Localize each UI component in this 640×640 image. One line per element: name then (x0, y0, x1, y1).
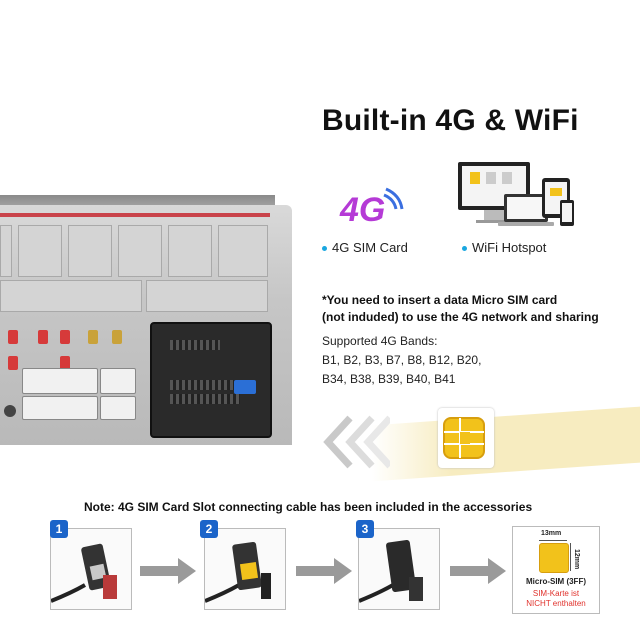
chassis-rib (218, 225, 268, 277)
white-connector (100, 368, 136, 394)
cable-slot-icon (204, 541, 271, 603)
feature-wifi-label: WiFi Hotspot (472, 240, 547, 255)
sim-width-label: 13mm (541, 530, 562, 537)
white-connector (22, 368, 98, 394)
sim-notice-line2: (not induded) to use the 4G network and … (322, 310, 599, 324)
feature-4g-sim: 4G SIM Card (322, 240, 408, 255)
chassis-rib (146, 280, 268, 312)
bands-line2: B34, B38, B39, B40, B41 (322, 372, 456, 386)
antenna-socket (88, 330, 98, 344)
antenna-socket (38, 330, 48, 344)
devices-illustration (456, 160, 576, 235)
antenna-socket (8, 356, 18, 370)
chevron-left-icon (323, 415, 393, 469)
head-unit-red-stripe (0, 213, 270, 217)
insert-chevrons (320, 412, 393, 472)
page-title: Built-in 4G & WiFi (322, 104, 579, 137)
4g-logo: 4G (340, 185, 410, 235)
antenna-socket (60, 356, 70, 370)
step-1-image (50, 528, 132, 610)
step-arrow (296, 558, 352, 584)
antenna-socket (8, 330, 18, 344)
bands-heading: Supported 4G Bands: (322, 334, 438, 348)
sim-warning-line1: SIM-Karte ist (532, 589, 580, 598)
connector-pins (170, 380, 240, 390)
chassis-rib (0, 280, 142, 312)
antenna-socket (60, 330, 70, 344)
chassis-rib (168, 225, 212, 277)
arrow-right-icon (296, 558, 352, 584)
chassis-rib (18, 225, 62, 277)
white-connector (100, 396, 136, 420)
screw-hole (4, 405, 16, 417)
4g-logo-text: 4G (340, 191, 386, 229)
feature-4g-label: 4G SIM Card (332, 240, 408, 255)
step-3-image (358, 528, 440, 610)
cable-slot-icon (358, 539, 423, 603)
step-arrow (450, 558, 506, 584)
bands-line1: B1, B2, B3, B7, B8, B12, B20, (322, 353, 482, 367)
bullet-dot-icon (322, 246, 327, 252)
step-2-image (204, 528, 286, 610)
sim-type-label: Micro-SIM (3FF) (526, 577, 586, 586)
step-2-badge: 2 (200, 520, 218, 538)
bullet-dot-icon (462, 246, 467, 252)
sim-slot-band (372, 406, 640, 482)
dimension-line (570, 543, 571, 571)
blue-port (234, 380, 256, 394)
sim-height-label: 12mm (573, 549, 580, 570)
cable-slot-icon (50, 543, 117, 603)
arrow-right-icon (450, 558, 506, 584)
devices-icon (458, 162, 574, 226)
feature-wifi-hotspot: WiFi Hotspot (462, 240, 546, 255)
arrow-right-icon (140, 558, 196, 584)
dimension-line (539, 540, 567, 541)
chassis-rib (118, 225, 162, 277)
step-1-badge: 1 (50, 520, 68, 538)
micro-sim-spec: 13mm 12mm Micro-SIM (3FF) SIM-Karte ist … (512, 526, 600, 614)
micro-sim-chip-icon (539, 543, 569, 573)
connector-pins (170, 394, 240, 404)
4g-signal-icon (383, 187, 404, 210)
sim-chip-icon (443, 417, 485, 459)
chassis-rib (68, 225, 112, 277)
sim-warning-line2: NICHT enthalten (526, 599, 586, 608)
accessory-note: Note: 4G SIM Card Slot connecting cable … (84, 500, 533, 514)
antenna-socket (112, 330, 122, 344)
step-arrow (140, 558, 196, 584)
connector-pins (170, 340, 220, 350)
white-connector (22, 396, 98, 420)
step-3-badge: 3 (356, 520, 374, 538)
chassis-rib (0, 225, 12, 277)
sim-card-large (438, 408, 494, 468)
sim-notice-line1: *You need to insert a data Micro SIM car… (322, 293, 558, 307)
